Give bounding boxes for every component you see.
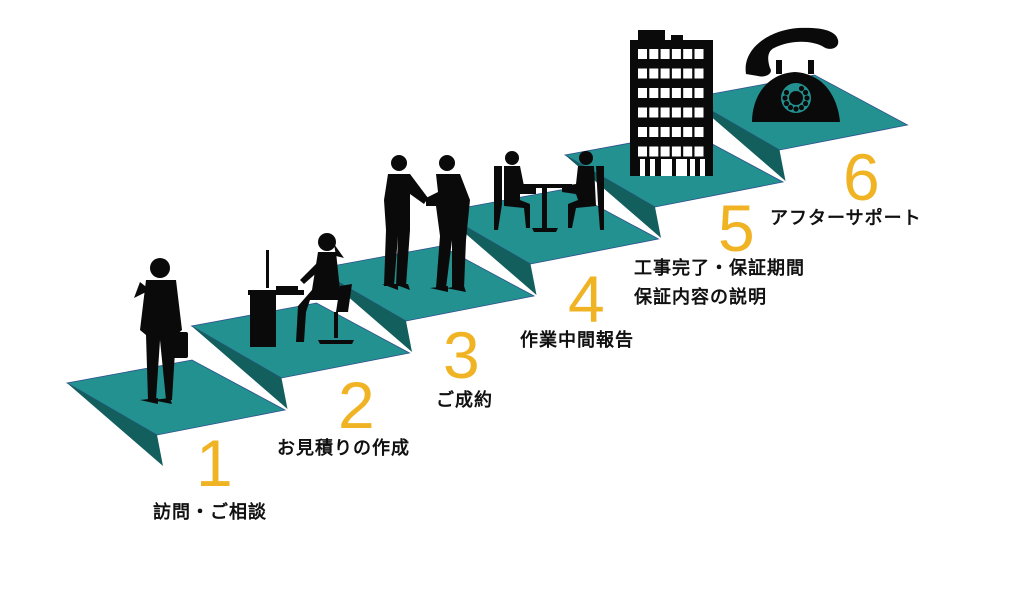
step-number-4: 4 xyxy=(568,262,605,336)
building-window xyxy=(683,107,693,118)
building-window xyxy=(649,68,659,79)
building-window xyxy=(660,146,670,157)
step-number-6: 6 xyxy=(843,140,880,214)
step-label-3: ご成約 xyxy=(436,390,493,411)
step-label-5-line2: 保証内容の説明 xyxy=(634,287,767,308)
building-window xyxy=(638,107,647,118)
building-window xyxy=(671,146,681,157)
rotary-telephone-icon xyxy=(745,27,840,122)
building-window xyxy=(649,146,659,157)
woman-at-desk-icon xyxy=(248,233,354,347)
handshake-icon xyxy=(382,155,470,292)
building-window xyxy=(671,68,681,79)
building-window xyxy=(683,146,693,157)
building-window xyxy=(683,49,693,59)
building-door xyxy=(661,159,672,176)
step-label-2: お見積りの作成 xyxy=(277,438,410,459)
building-window xyxy=(660,68,670,79)
step-6-front xyxy=(689,98,786,181)
building-door xyxy=(676,159,687,176)
building-window xyxy=(649,107,659,118)
dial-hole xyxy=(802,100,809,107)
step-1-front xyxy=(67,383,163,466)
dial-hole xyxy=(787,104,794,111)
building-window xyxy=(694,88,704,98)
building-window xyxy=(683,68,693,79)
building-window xyxy=(649,49,659,59)
building-window xyxy=(694,146,704,157)
building-window xyxy=(660,49,670,59)
businessman-on-phone-icon xyxy=(134,258,188,404)
dial-hole xyxy=(783,100,790,107)
building-window xyxy=(683,88,693,98)
office-building-icon xyxy=(630,30,713,176)
building-window xyxy=(694,68,704,79)
building-window xyxy=(694,107,704,118)
building-window xyxy=(649,88,659,98)
building-door xyxy=(650,159,655,176)
building-window xyxy=(671,49,681,59)
building-window xyxy=(638,146,647,157)
dial-hole xyxy=(783,89,790,96)
step-number-3: 3 xyxy=(443,318,480,392)
building-window xyxy=(638,68,647,79)
building-door xyxy=(700,159,705,176)
step-number-2: 2 xyxy=(338,368,375,442)
building-door xyxy=(640,159,645,176)
dial-hole xyxy=(804,95,810,101)
building-window xyxy=(649,127,659,137)
step-label-4: 作業中間報告 xyxy=(520,330,634,351)
building-window xyxy=(683,127,693,137)
building-window xyxy=(638,127,647,137)
building-window xyxy=(694,49,704,59)
building-window xyxy=(660,88,670,98)
building-door xyxy=(690,159,695,176)
step-number-5: 5 xyxy=(718,191,755,265)
building-window xyxy=(694,127,704,137)
meeting-at-table-icon xyxy=(494,151,604,232)
building-window xyxy=(671,107,681,118)
building-window xyxy=(638,49,647,59)
dial-hole xyxy=(793,106,799,112)
building-window xyxy=(671,88,681,98)
step-number-1: 1 xyxy=(196,426,233,500)
dial-hole xyxy=(798,104,805,111)
step-2-front xyxy=(191,326,288,409)
dial-hole xyxy=(802,89,809,96)
building-window xyxy=(638,88,647,98)
building-window xyxy=(660,107,670,118)
step-label-1: 訪問・ご相談 xyxy=(153,502,267,523)
dial-hole xyxy=(798,85,805,92)
step-label-6: アフターサポート xyxy=(770,208,922,229)
building-window xyxy=(660,127,670,137)
dial-hole xyxy=(782,95,788,101)
step-label-5-line1: 工事完了・保証期間 xyxy=(634,258,805,279)
building-window xyxy=(671,127,681,137)
